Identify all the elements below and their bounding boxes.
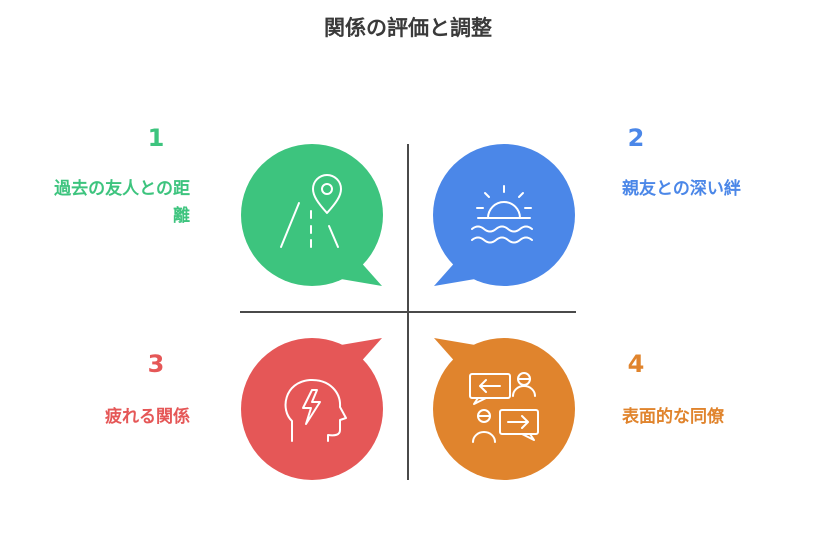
road-location-pin-icon [280,174,342,248]
quadrant-1-label: 過去の友人との距離 [54,179,190,226]
bubble-orange [433,338,575,480]
diagram-title: 関係の評価と調整 [324,16,492,40]
quadrant-4-label: 表面的な同僚 [622,407,724,427]
people-exchange-icon [469,372,539,443]
bubble-blue [433,144,575,286]
bubble-red [241,338,383,480]
quadrant-2-number: 2 [627,124,645,152]
quadrant-2-label: 親友との深い絆 [622,179,741,199]
bubble-green [241,144,383,286]
quadrant-4-number: 4 [627,350,645,378]
quadrant-3-number: 3 [147,350,165,378]
sunset-over-water-icon [471,185,533,244]
quadrant-1-number: 1 [147,124,165,152]
quadrant-3-label: 疲れる関係 [105,407,190,427]
head-lightning-icon [284,378,347,442]
